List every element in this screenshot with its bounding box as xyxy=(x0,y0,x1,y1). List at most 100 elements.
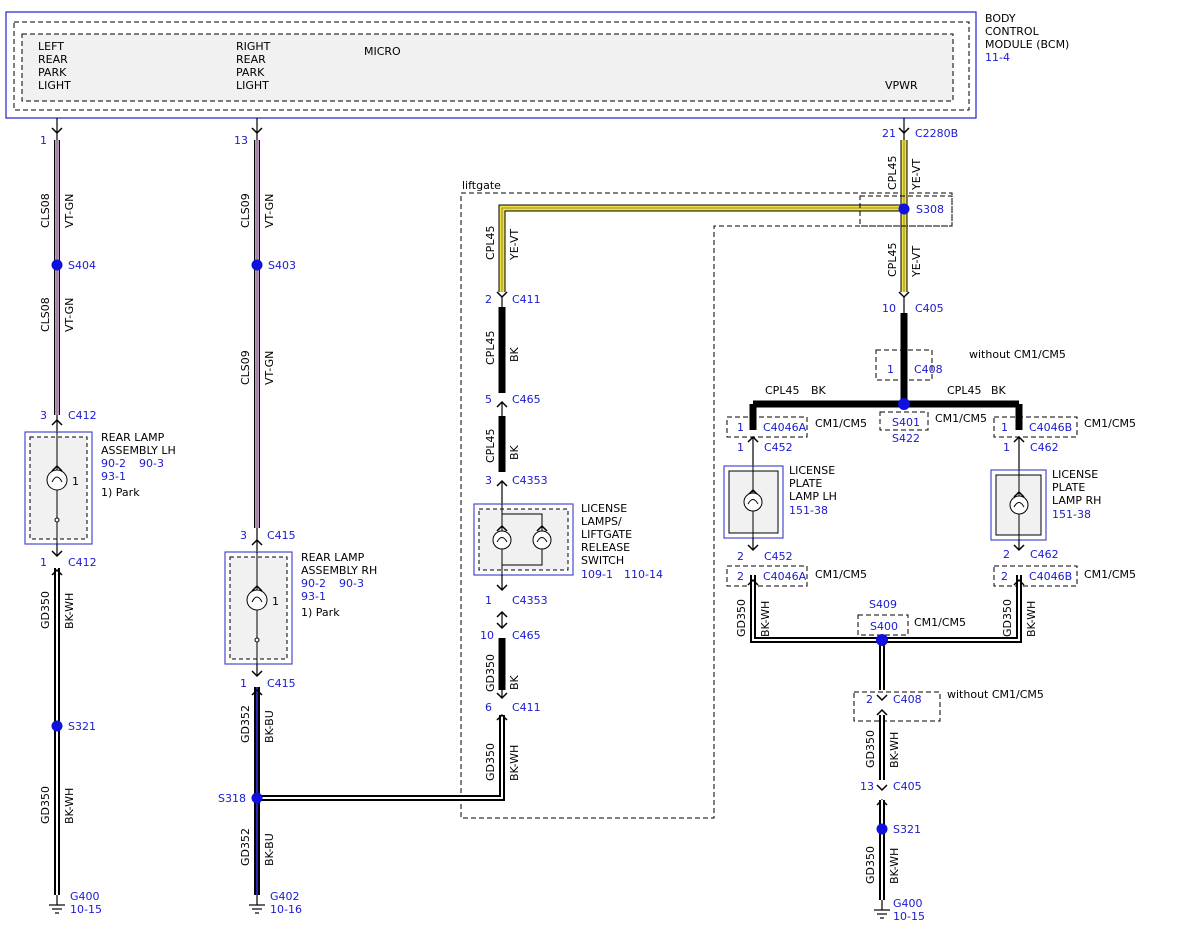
bcm-ref: 11-4 xyxy=(985,51,1010,64)
circuit-vpwr xyxy=(498,118,953,292)
pin-label: 1 xyxy=(737,421,744,434)
liftgate-label: liftgate xyxy=(462,179,501,192)
wire-code: CLS09 xyxy=(239,193,252,228)
pin-label: 10 xyxy=(480,629,494,642)
wire-code: CLS08 xyxy=(39,297,52,332)
pin-right-2: REAR xyxy=(236,53,266,66)
connector-label: C405 xyxy=(915,302,944,315)
component-name: LAMP LH xyxy=(789,490,837,503)
pin-label: 1 xyxy=(737,441,744,454)
pin-label: 2 xyxy=(866,693,873,706)
bcm-name-3: MODULE (BCM) xyxy=(985,38,1069,51)
component-name: LAMP RH xyxy=(1052,494,1101,507)
wire-color: YE-VT xyxy=(910,245,923,278)
wire-code: GD350 xyxy=(484,654,497,692)
connector-label: C2280B xyxy=(915,127,958,140)
connector-label: C412 xyxy=(68,556,97,569)
connector-label: C411 xyxy=(512,701,541,714)
wire-color: BK xyxy=(811,384,827,397)
wire-color: BK-WH xyxy=(888,848,901,884)
wire-code: CPL45 xyxy=(886,156,899,190)
wire-color: VT-GN xyxy=(263,194,276,228)
pin-vpwr: VPWR xyxy=(885,79,918,92)
wire-code: GD350 xyxy=(735,599,748,637)
splice-s400-dot xyxy=(876,634,888,646)
wire-color: BK xyxy=(508,674,521,690)
splice-label: S321 xyxy=(893,823,921,836)
connector-label: C4046B xyxy=(1029,570,1072,583)
component-ref: 109-1 xyxy=(581,568,613,581)
wire-code: GD350 xyxy=(864,730,877,768)
wire-code: CPL45 xyxy=(886,243,899,277)
splice-label: S308 xyxy=(916,203,944,216)
pin-label: 2 xyxy=(485,293,492,306)
note-label: CM1/CM5 xyxy=(1084,568,1136,581)
wire-color: BK-WH xyxy=(888,732,901,768)
splice-label: S403 xyxy=(268,259,296,272)
pin-label: 13 xyxy=(860,780,874,793)
wire-code: CLS08 xyxy=(39,193,52,228)
ground-ref: 10-15 xyxy=(893,910,925,923)
splice-label: S409 xyxy=(869,598,897,611)
connector-label: C412 xyxy=(68,409,97,422)
wire-color: BK-WH xyxy=(63,788,76,824)
ground-ref: 10-15 xyxy=(70,903,102,916)
splice-s321a-dot xyxy=(51,720,63,732)
splice-s403-dot xyxy=(251,259,263,271)
circuit-liftgate xyxy=(473,291,574,721)
bcm-module: BODY CONTROL MODULE (BCM) 11-4 MICRO LEF… xyxy=(5,11,1069,119)
pin-left-2: REAR xyxy=(38,53,68,66)
pin-label: 1 xyxy=(40,134,47,147)
connector-label: C465 xyxy=(512,393,541,406)
component-ref: 90-2 xyxy=(301,577,326,590)
note-label: CM1/CM5 xyxy=(935,412,987,425)
splice-label: S321 xyxy=(68,720,96,733)
splice-s401-dot xyxy=(898,398,910,410)
pin-label: 3 xyxy=(240,529,247,542)
wire-code: CPL45 xyxy=(765,384,799,397)
pin-label: 1 xyxy=(1003,441,1010,454)
component-name: PLATE xyxy=(1052,481,1085,494)
pin-label: 1 xyxy=(40,556,47,569)
wire-code: CPL45 xyxy=(484,429,497,463)
wire-code: CPL45 xyxy=(484,331,497,365)
connector-label: C415 xyxy=(267,529,296,542)
connector-label: C462 xyxy=(1030,441,1059,454)
pin-label: 2 xyxy=(1001,570,1008,583)
wire-code: GD350 xyxy=(864,846,877,884)
wire-color: BK-WH xyxy=(1025,601,1038,637)
wire-code: GD350 xyxy=(1001,599,1014,637)
pin-label: 1 xyxy=(1001,421,1008,434)
ground-ref: 10-16 xyxy=(270,903,302,916)
splice-s321b-dot xyxy=(876,823,888,835)
pin-right-3: PARK xyxy=(236,66,265,79)
wire-color: BK-WH xyxy=(508,745,521,781)
component-name: ASSEMBLY LH xyxy=(101,444,176,457)
connector-label: C4046A xyxy=(763,570,807,583)
pin-label: 13 xyxy=(234,134,248,147)
component-ref: 151-38 xyxy=(789,504,828,517)
liftgate-region: liftgate xyxy=(460,179,953,819)
connector-label: C4046B xyxy=(1029,421,1072,434)
component-name: REAR LAMP xyxy=(101,431,165,444)
pin-right-4: LIGHT xyxy=(236,79,269,92)
ground-label: G400 xyxy=(70,890,100,903)
wire-code: GD352 xyxy=(239,705,252,743)
pin-label: 3 xyxy=(485,474,492,487)
pin-label: 10 xyxy=(882,302,896,315)
wire-color: VT-GN xyxy=(263,351,276,385)
connector-label: C4046A xyxy=(763,421,807,434)
wire-labels: CLS08 VT-GN CLS08 VT-GN CLS09 VT-GN CLS0… xyxy=(39,156,1038,884)
component-name: RELEASE xyxy=(581,541,630,554)
pin-label: 6 xyxy=(485,701,492,714)
bulb-pin: 1 xyxy=(72,475,79,488)
wire-code: CLS09 xyxy=(239,350,252,385)
splice-label: S318 xyxy=(218,792,246,805)
wire-color: VT-GN xyxy=(63,298,76,332)
circuit-lh-park xyxy=(24,118,93,914)
component-name: REAR LAMP xyxy=(301,551,365,564)
component-name: LAMPS/ xyxy=(581,515,622,528)
connector-label: C452 xyxy=(764,550,793,563)
pin-left-3: PARK xyxy=(38,66,67,79)
